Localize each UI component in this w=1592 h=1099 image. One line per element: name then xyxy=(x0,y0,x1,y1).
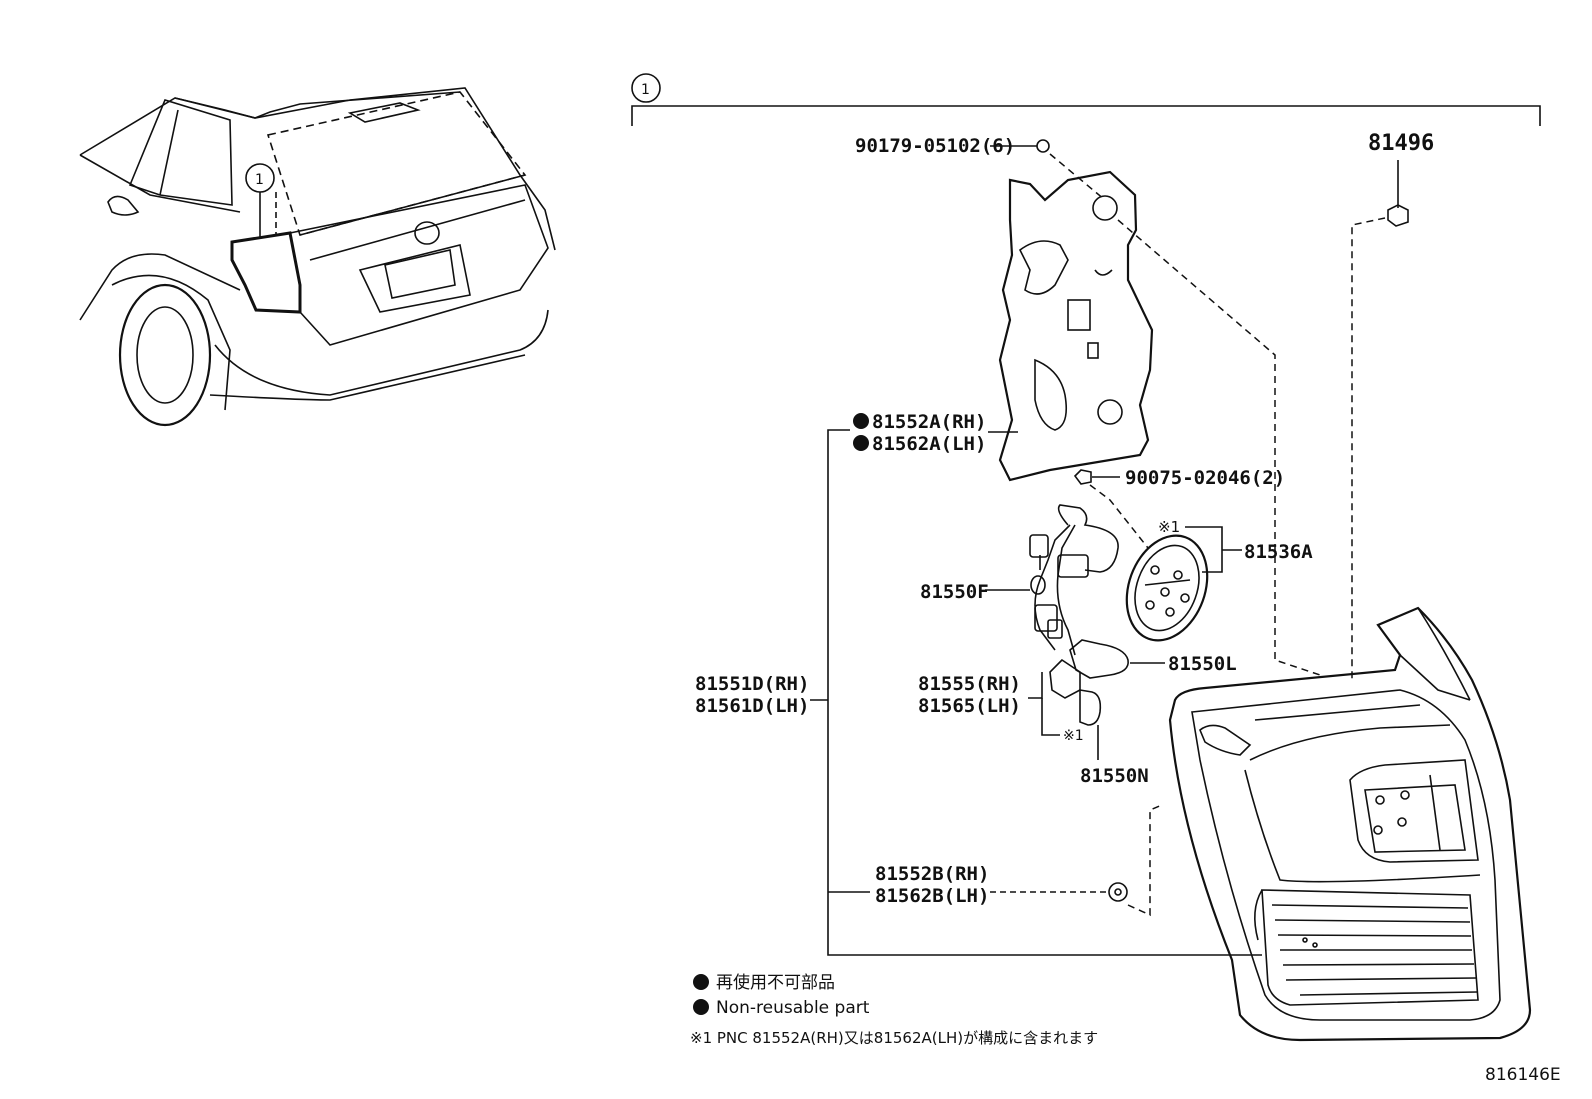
label-cushion-rh: 81552B(RH) xyxy=(875,863,989,885)
legend: 再使用不可部品 Non-reusable part ※1 PNC 81552A(… xyxy=(690,972,1098,1047)
screw-part: 90075-02046(2) xyxy=(1073,467,1285,549)
car-callout-number: 1 xyxy=(255,172,264,188)
non-reusable-dot-icon xyxy=(853,413,869,429)
wire-harness-part xyxy=(1029,504,1119,699)
bulb-l-part: 81550L xyxy=(1069,639,1237,679)
label-socket-f: 81550F xyxy=(920,581,989,603)
assembly-bracket: 1 xyxy=(631,73,1541,126)
label-lamp-lh: 81561D(LH) xyxy=(695,695,809,717)
non-reusable-dot-icon xyxy=(693,999,709,1015)
label-note-mark-2: ※1 xyxy=(1063,728,1084,744)
label-bolt: 90179-05102(6) xyxy=(855,135,1015,157)
label-clip: 81496 xyxy=(1368,131,1434,156)
bolt-part: 90179-05102(6) xyxy=(855,135,1321,676)
label-socket-lh: 81565(LH) xyxy=(918,695,1021,717)
label-note-mark-1: ※1 xyxy=(1158,518,1180,536)
car-illustration: 1 xyxy=(79,87,556,427)
tail-lamp-assembly xyxy=(1168,606,1532,1042)
label-cushion-lh: 81562B(LH) xyxy=(875,885,989,907)
label-gasket-lh: 81562A(LH) xyxy=(872,433,986,455)
gasket-labels: 81552A(RH) 81562A(LH) xyxy=(827,411,1262,956)
assembly-callout-number: 1 xyxy=(641,82,650,98)
label-bulb-l: 81550L xyxy=(1168,653,1237,675)
label-socket-rh: 81555(RH) xyxy=(918,673,1021,695)
legend-japanese: 再使用不可部品 xyxy=(716,972,835,993)
label-led-unit: 81536A xyxy=(1244,541,1313,563)
bulb-n-part: 81550N xyxy=(1079,689,1149,787)
gasket-plate xyxy=(998,170,1154,482)
label-lamp-rh: 81551D(RH) xyxy=(695,673,809,695)
non-reusable-dot-icon xyxy=(853,435,869,451)
label-bulb-n: 81550N xyxy=(1080,765,1149,787)
diagram-id: 816146E xyxy=(1485,1065,1561,1085)
label-gasket-rh: 81552A(RH) xyxy=(872,411,986,433)
clip-part: 81496 xyxy=(1351,131,1434,680)
lamp-labels: 81551D(RH) 81561D(LH) xyxy=(695,673,828,717)
cushion-part: 81552B(RH) 81562B(LH) xyxy=(828,804,1163,917)
socket-f-part: 81550F xyxy=(920,581,1030,603)
non-reusable-dot-icon xyxy=(693,974,709,990)
legend-footnote: ※1 PNC 81552A(RH)又は81562A(LH)が構成に含まれます xyxy=(690,1029,1098,1047)
legend-english: Non-reusable part xyxy=(716,998,870,1018)
led-unit-part: ※1 81536A xyxy=(1125,518,1313,642)
label-screw: 90075-02046(2) xyxy=(1125,467,1285,489)
socket-rh-lh-part: 81555(RH) 81565(LH) ※1 xyxy=(918,672,1084,744)
